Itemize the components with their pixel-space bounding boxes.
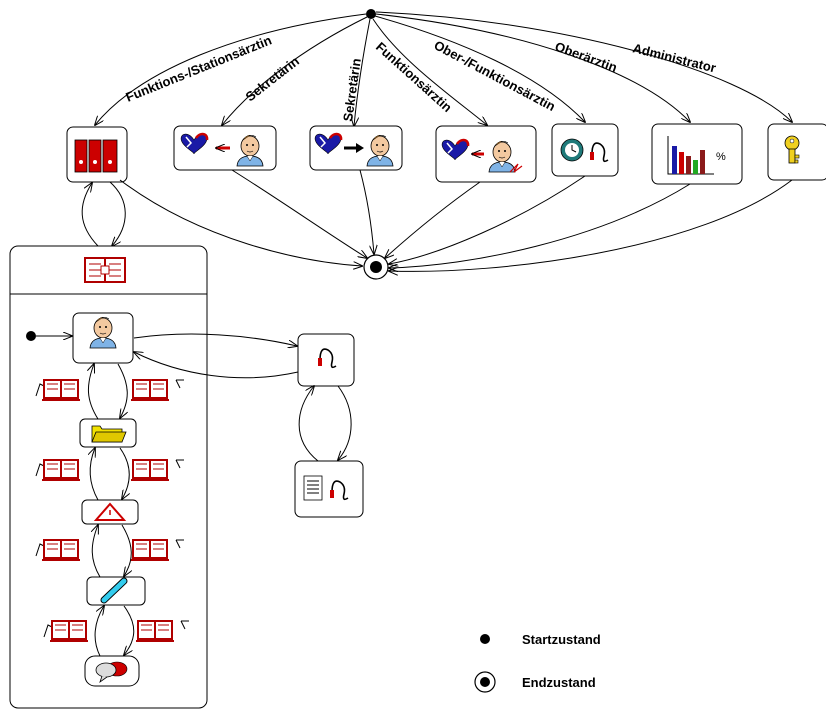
edge-ecg-document-to-ecg (298, 386, 319, 462)
statistics-chart-icon: % (667, 136, 726, 175)
heart-from-patient-icon (179, 132, 264, 167)
edge-patient-to-ecg (133, 333, 297, 346)
edge-heart-from-patient-to-end (231, 169, 367, 258)
state-heart-from-patient[interactable] (173, 125, 277, 171)
edge-patient-to-folder (117, 363, 127, 418)
state-heart-to-patient[interactable] (309, 125, 403, 171)
edge-heart-to-patient-to-end (359, 169, 374, 254)
composite-state-patient-file (9, 245, 208, 709)
state-folder[interactable] (79, 418, 137, 448)
state-records-folders[interactable] (66, 126, 128, 183)
edge-folder-to-warning (119, 447, 129, 499)
key-icon (784, 135, 800, 164)
edge-start-to-statistics (375, 13, 690, 122)
state-administration-key[interactable] (767, 123, 826, 181)
edge-start-to-key (375, 11, 792, 122)
edge-ecg-to-patient (134, 352, 299, 379)
heart-patient-signature-icon (440, 138, 523, 173)
book-edit-icon-row3-right (130, 539, 184, 561)
edge-start-to-heart-from-patient (222, 16, 368, 125)
book-edit-icon-row2-right (130, 459, 184, 481)
start-state-node (366, 9, 376, 19)
edge-discussion-to-tube (94, 606, 104, 657)
book-edit-icon-row2-left (35, 459, 81, 481)
edge-start-to-heart-to-patient (354, 18, 371, 126)
folder-icon (91, 425, 127, 443)
edge-records-to-patient-file (109, 181, 126, 246)
edge-label-sekretaerin-2: Sekretärin (340, 57, 364, 122)
book-edit-icon-row1-right (130, 379, 184, 401)
edge-tube-to-discussion (124, 605, 135, 655)
state-patient[interactable] (72, 312, 134, 364)
book-edit-icon-row4-right (135, 620, 189, 642)
speech-bubbles-icon (95, 661, 128, 684)
edge-key-to-end (389, 179, 793, 271)
edge-folder-to-patient (88, 364, 99, 420)
legend-end-symbol (474, 671, 496, 693)
legend: Startzustand Endzustand (474, 632, 601, 693)
state-heart-patient-signature[interactable] (435, 125, 537, 183)
edge-heart-signature-to-end (385, 181, 481, 258)
edge-clock-ecg-to-end (389, 175, 586, 264)
state-warning[interactable] (81, 499, 139, 525)
state-ecg-document[interactable] (294, 460, 364, 518)
state-statistics[interactable]: % (651, 123, 743, 185)
inner-start-node (26, 331, 36, 341)
edge-start-to-records (95, 13, 367, 125)
book-edit-icon-row4-left (43, 620, 89, 642)
edge-patient-file-to-records (81, 183, 99, 247)
test-tube-icon (100, 577, 128, 604)
document-ecg-icon (303, 475, 349, 501)
patient-file-book-icon (84, 257, 126, 283)
edge-label-administrator: Administrator (631, 40, 717, 75)
state-test-tube[interactable] (86, 576, 146, 606)
book-edit-icon-row3-left (35, 539, 81, 561)
book-edit-icon-row1-left (35, 379, 81, 401)
edge-statistics-to-end (389, 183, 691, 268)
edge-label-sekretaerin-1: Sekretärin (243, 53, 302, 104)
end-state-node (363, 254, 389, 280)
legend-start-symbol (480, 634, 490, 644)
edge-records-to-end (119, 179, 362, 266)
legend-end-label: Endzustand (522, 675, 596, 690)
edge-tube-to-warning (92, 525, 101, 578)
clock-ecg-icon (560, 138, 609, 163)
records-folders-icon (74, 139, 118, 173)
state-clock-ecg[interactable] (551, 123, 619, 177)
state-ecg[interactable] (297, 333, 355, 387)
edge-start-to-clock-ecg (374, 15, 585, 122)
edge-ecg-to-ecg-document (338, 385, 352, 460)
percent-symbol: % (716, 151, 726, 163)
edge-warning-to-tube (121, 524, 131, 576)
edge-warning-to-folder (90, 448, 99, 501)
legend-start-label: Startzustand (522, 632, 601, 647)
warning-triangle-icon (93, 502, 127, 521)
state-discussion[interactable] (84, 655, 140, 687)
heart-to-patient-icon (313, 132, 394, 167)
edge-start-to-heart-signature (372, 18, 487, 125)
